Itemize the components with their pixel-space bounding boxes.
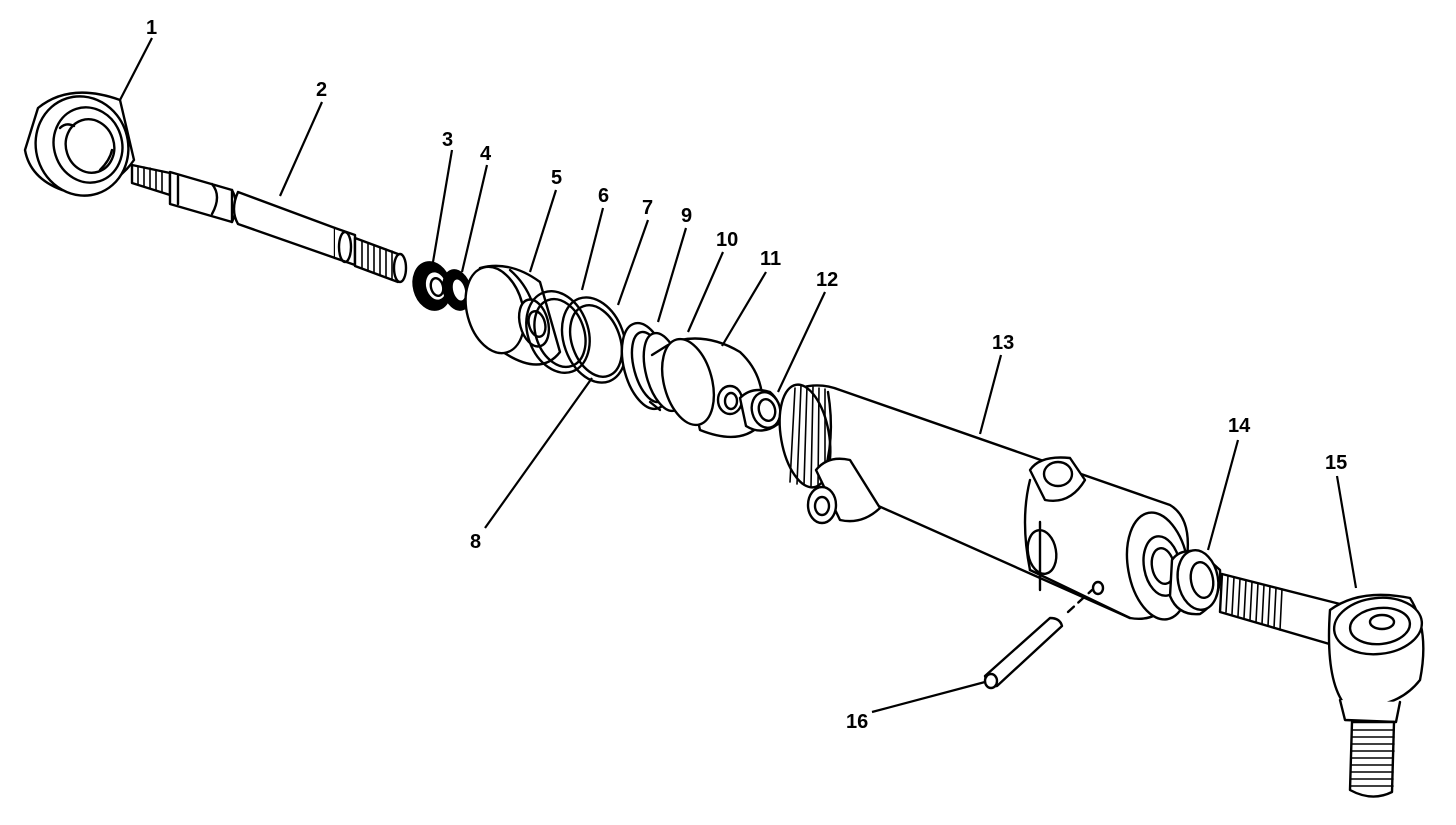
callout-12: 12 <box>816 269 838 291</box>
callout-4: 4 <box>480 143 492 165</box>
part-1-end-cap <box>23 91 136 197</box>
callout-6: 6 <box>598 185 609 207</box>
leader-lines <box>119 37 1358 714</box>
part-16-roll-pin <box>983 588 1094 690</box>
callout-15: 15 <box>1325 452 1347 474</box>
callout-16: 16 <box>846 711 868 733</box>
part-14-jam-nut <box>1168 549 1222 616</box>
callout-13: 13 <box>992 332 1014 354</box>
callout-10: 10 <box>716 229 738 251</box>
part-13-cylinder-body <box>778 383 1191 621</box>
callout-8: 8 <box>470 531 481 553</box>
callout-9: 9 <box>681 205 692 227</box>
callout-1: 1 <box>146 17 157 39</box>
callout-labels: 1 2 3 4 5 6 7 9 10 11 12 13 14 15 8 16 <box>146 17 1347 733</box>
part-7-backup-ring <box>560 296 628 384</box>
callout-5: 5 <box>551 167 562 189</box>
part-6-o-ring <box>525 290 591 374</box>
part-5-piston <box>464 264 562 366</box>
callout-3: 3 <box>442 129 453 151</box>
part-2-piston-rod <box>130 163 408 284</box>
callout-7: 7 <box>642 197 653 219</box>
part-12-wiper <box>738 388 782 432</box>
callout-11: 11 <box>760 248 781 270</box>
callout-14: 14 <box>1228 415 1251 437</box>
part-11-gland <box>660 337 764 439</box>
part-15-tie-rod-end <box>1218 572 1425 798</box>
callout-2: 2 <box>316 79 327 101</box>
